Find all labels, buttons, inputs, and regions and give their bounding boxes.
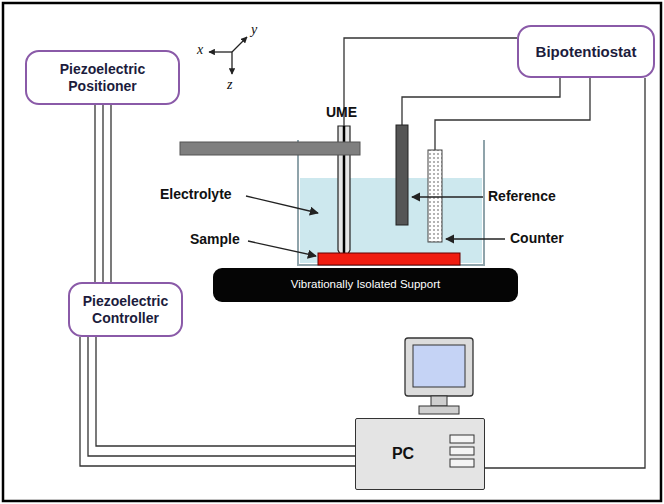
cable — [95, 105, 111, 282]
positioner-arm — [180, 142, 360, 155]
pc-tower: PC — [355, 418, 485, 490]
axis-label: z — [227, 77, 232, 93]
part-label: UME — [326, 104, 357, 120]
axes — [209, 37, 247, 74]
part-label: Reference — [488, 188, 556, 204]
cable — [80, 337, 355, 466]
electrolyte — [300, 178, 482, 263]
node-text: Piezoelectric Controller — [76, 293, 175, 325]
sample-plate — [318, 253, 460, 265]
counter-electrode — [428, 150, 442, 242]
reference-electrode — [396, 125, 408, 225]
frame — [3, 3, 661, 501]
support-band: Vibrationally Isolated Support — [213, 268, 518, 302]
drive-bays — [448, 433, 478, 473]
monitor — [405, 338, 473, 414]
device-box: Piezoelectric Controller — [68, 282, 183, 337]
leader-arrows — [246, 196, 505, 256]
axis-label: y — [251, 22, 257, 38]
node-text: Bipotentiostat — [536, 43, 637, 60]
part-label: Sample — [190, 231, 240, 247]
part-label: Electrolyte — [160, 186, 232, 202]
node-text: Piezoelectric Positioner — [33, 61, 172, 93]
axis-label: x — [197, 42, 203, 58]
part-label: Counter — [510, 230, 564, 246]
device-box: Piezoelectric Positioner — [25, 50, 180, 105]
node-text: PC — [392, 445, 414, 463]
node-text: Vibrationally Isolated Support — [291, 278, 440, 291]
beaker — [298, 140, 484, 265]
device-box: Bipotentiostat — [517, 25, 655, 78]
